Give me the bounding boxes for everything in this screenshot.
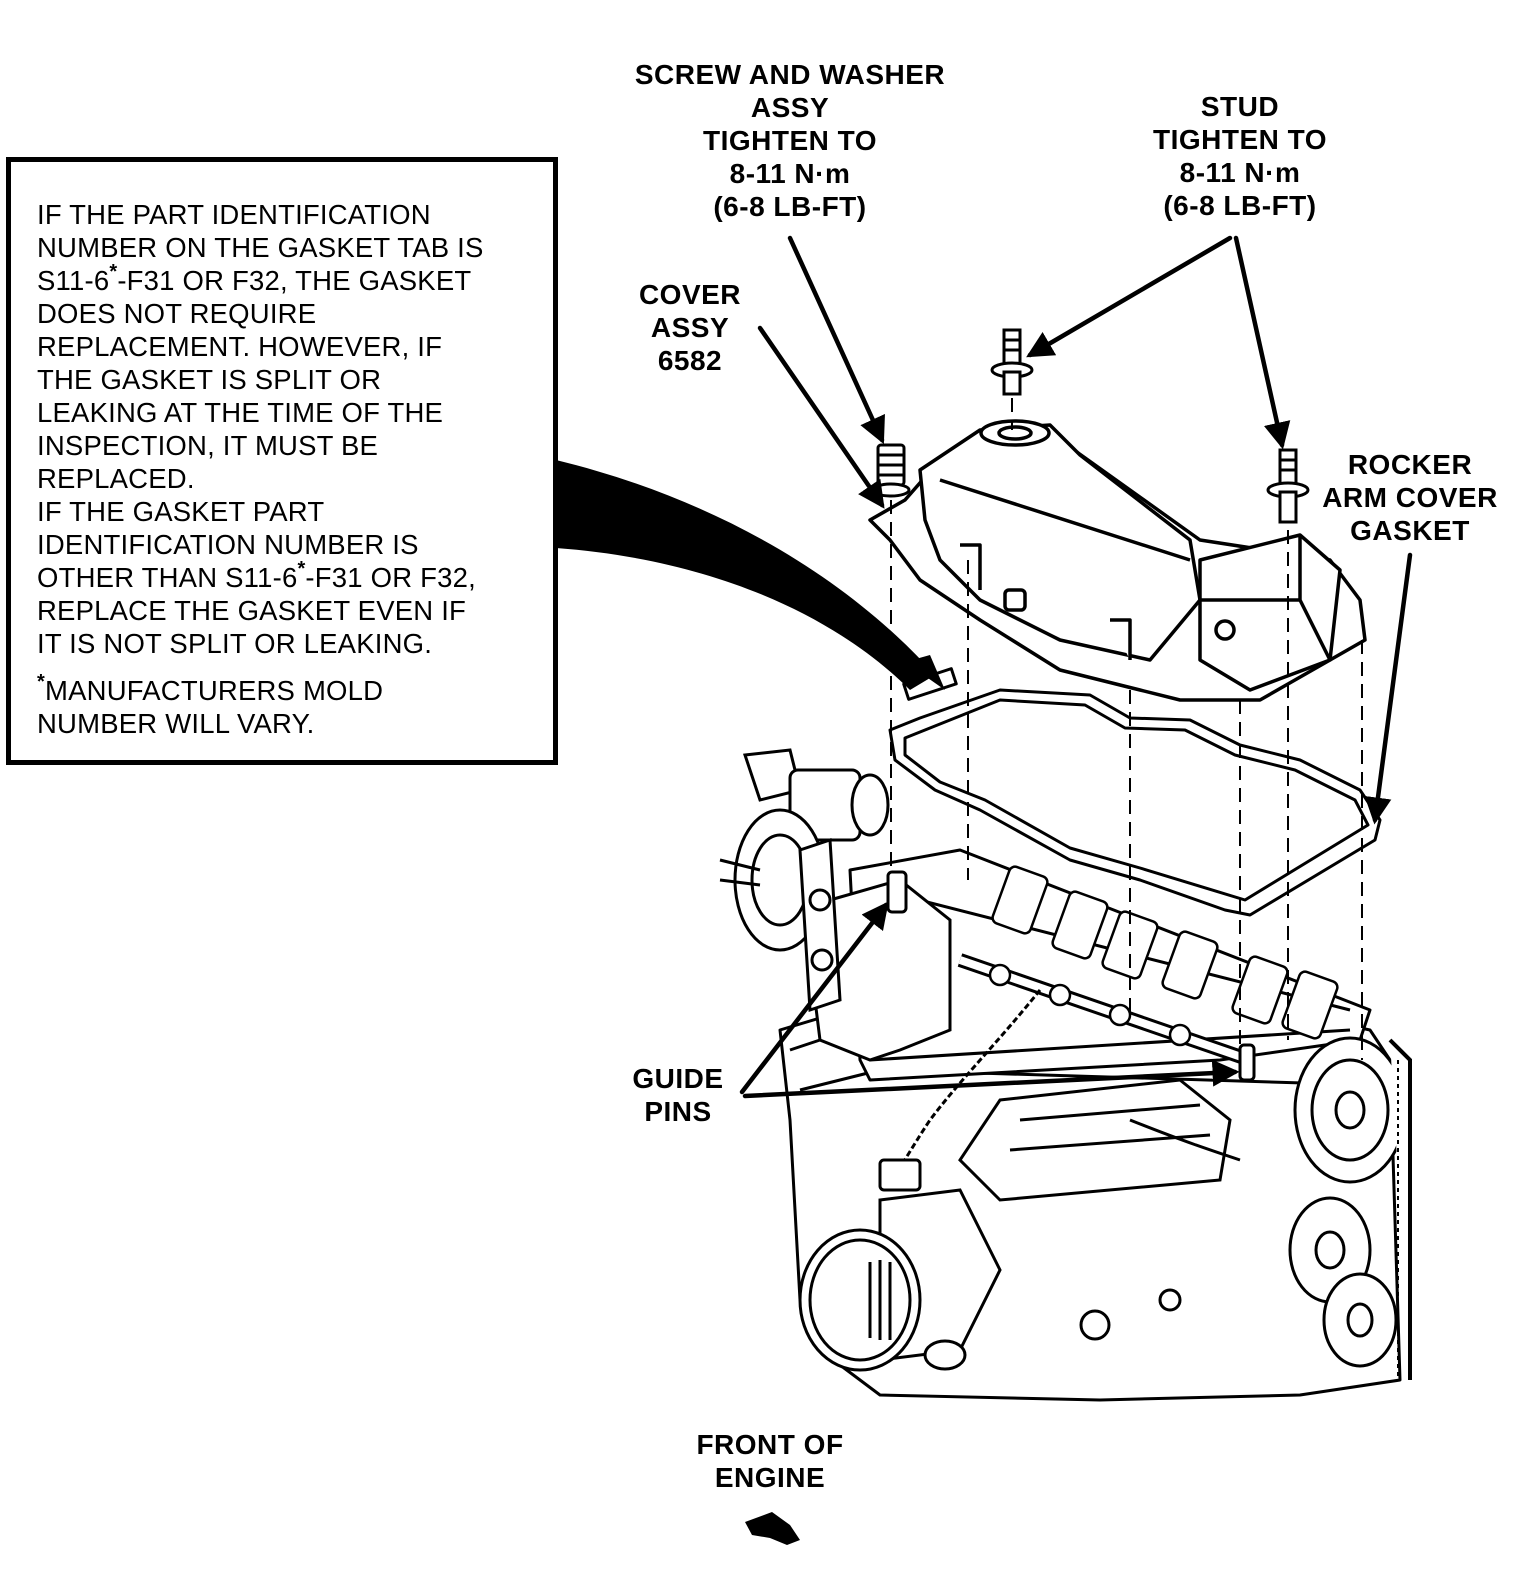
wire-harness [878, 989, 1241, 1192]
note-line: IDENTIFICATION NUMBER IS [37, 529, 419, 560]
note-line: IF THE GASKET PART [37, 496, 325, 527]
gasket-note-box: IF THE PART IDENTIFICATION NUMBER ON THE… [6, 157, 558, 765]
note-leader [556, 460, 935, 690]
label-stud: STUD TIGHTEN TO 8-11 N·m (6-8 LB-FT) [1152, 91, 1328, 221]
note-leader-tip [905, 655, 945, 690]
note-footnote: NUMBER WILL VARY. [37, 708, 315, 739]
note-line: INSPECTION, IT MUST BE [37, 430, 379, 461]
note-line: IT IS NOT SPLIT OR LEAKING. [37, 628, 433, 659]
note-line: NUMBER ON THE GASKET TAB IS [37, 232, 484, 263]
note-line: IF THE PART IDENTIFICATION [37, 199, 431, 230]
alignment-lines [890, 398, 1363, 1060]
guide-pin [886, 870, 1256, 1082]
note-line: OTHER THAN S11-6*-F31 OR F32, [37, 558, 476, 593]
note-line: S11-6*-F31 OR F32, THE GASKET [37, 261, 472, 296]
label-rocker-arm-cover-gasket: ROCKER ARM COVER GASKET [1322, 449, 1498, 546]
stud-top [990, 328, 1034, 396]
stud-right [1266, 448, 1310, 524]
manifold [808, 878, 1232, 1202]
label-screw-and-washer: SCREW AND WASHER ASSY TIGHTEN TO 8-11 N·… [634, 59, 946, 222]
note-line: REPLACED. [37, 463, 195, 494]
note-footnote: *MANUFACTURERS MOLD [37, 671, 384, 706]
screw-and-washer [871, 443, 911, 498]
note-line: REPLACE THE GASKET EVEN IF [37, 595, 467, 626]
label-cover-assy: COVER ASSY 6582 [638, 279, 742, 376]
rocker-arm-assembly [957, 865, 1339, 1067]
gasket-note-text: IF THE PART IDENTIFICATION NUMBER ON THE… [37, 198, 547, 740]
note-line: THE GASKET IS SPLIT OR [37, 364, 382, 395]
oil-filter [798, 1188, 1182, 1372]
note-line: DOES NOT REQUIRE [37, 298, 317, 329]
throttle-body [719, 748, 890, 1013]
label-guide-pins: GUIDE PINS [632, 1063, 724, 1127]
callout-arrows [739, 235, 1413, 1099]
front-of-engine-arrow [745, 1512, 800, 1545]
label-front-of-engine: FRONT OF ENGINE [696, 1429, 844, 1493]
note-line: LEAKING AT THE TIME OF THE [37, 397, 444, 428]
rocker-cover-assembly [868, 419, 1367, 702]
timing-pulleys [1288, 1036, 1412, 1380]
note-line: REPLACEMENT. HOWEVER, IF [37, 331, 443, 362]
